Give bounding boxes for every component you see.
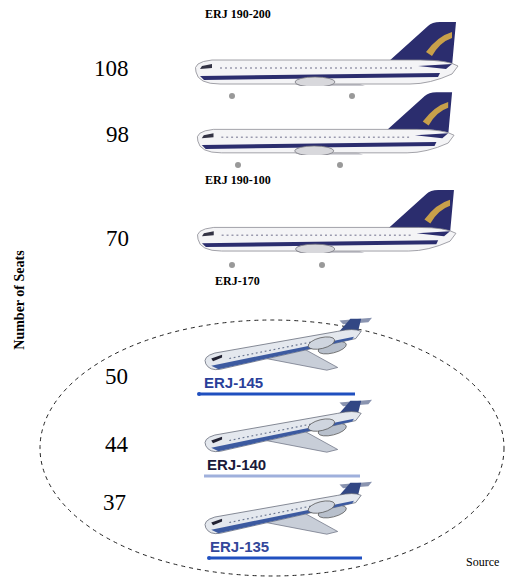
aircraft-name: ERJ-145 (204, 374, 263, 391)
seat-count: 44 (105, 432, 128, 458)
aircraft-name: ERJ-135 (210, 538, 269, 555)
aircraft-name: ERJ-140 (207, 456, 266, 473)
seat-count: 50 (105, 364, 128, 390)
seat-count: 108 (94, 56, 129, 82)
aircraft-name: ERJ-170 (215, 275, 260, 289)
axis-title: Number of Seats (12, 250, 28, 349)
aircraft-name: ERJ 190-200 (205, 8, 271, 22)
seat-count: 98 (106, 122, 129, 148)
source-note: Source (466, 556, 499, 570)
seat-count: 70 (106, 226, 129, 252)
aircraft-name: ERJ 190-100 (205, 174, 271, 188)
seat-count: 37 (103, 490, 126, 516)
